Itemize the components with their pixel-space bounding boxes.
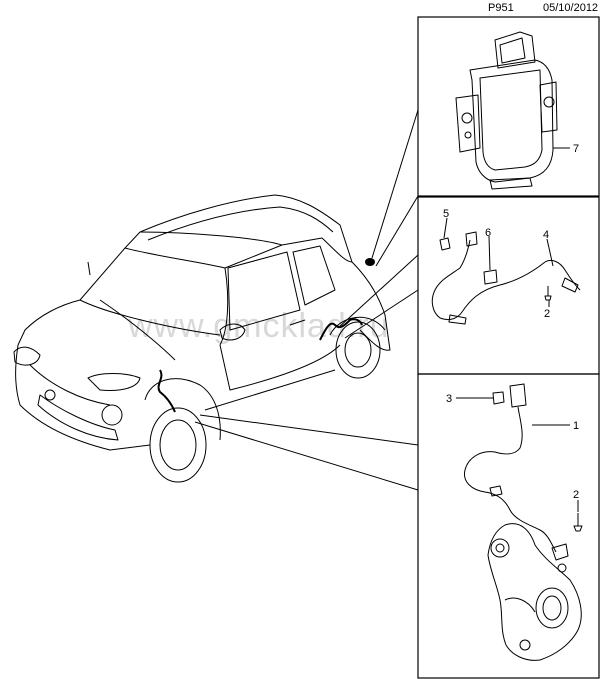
callout-2-front: 2 (573, 489, 579, 501)
rear-sensor-location (319, 318, 363, 341)
watermark: www.gmcklad.ru (127, 307, 390, 345)
rear-leaders (443, 217, 554, 307)
callout-5: 5 (443, 208, 449, 220)
callout-2-rear: 2 (544, 308, 550, 320)
front-leaders (456, 397, 579, 512)
callout-7: 7 (573, 143, 579, 155)
car-illustration (13, 194, 391, 483)
leader-lines (194, 109, 419, 491)
page-code: P951 (488, 2, 514, 14)
detail-frame-front-sensor (417, 373, 600, 679)
front-sensor-drawing (463, 383, 583, 661)
callout-4: 4 (543, 229, 549, 241)
callout-3: 3 (446, 393, 452, 405)
page-date: 05/10/2012 (543, 2, 599, 14)
callout-1: 1 (573, 420, 579, 432)
sensor-module-drawing (455, 31, 558, 190)
detail-frame-rear-sensor (417, 196, 600, 375)
detail-frame-sensor-module (417, 16, 600, 197)
front-sensor-location (157, 369, 176, 413)
callout-6: 6 (485, 227, 491, 239)
module-location-marker (365, 258, 375, 266)
rear-sensor-drawing (431, 231, 581, 325)
